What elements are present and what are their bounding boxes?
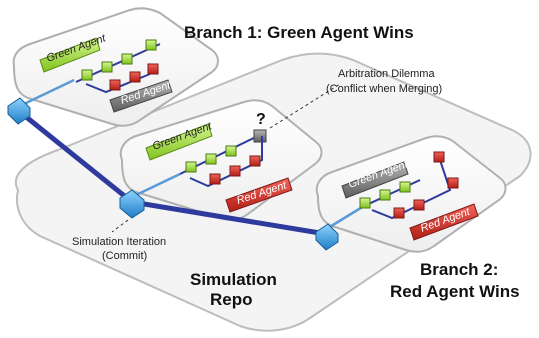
branch2-red-commits (371, 151, 459, 220)
commit-block-branch2 (315, 223, 339, 251)
branch1-green-agent (39, 37, 101, 73)
arbitration-leader (269, 83, 341, 129)
merge-green-commits (179, 129, 267, 175)
iteration-title: Simulation Iteration (72, 236, 166, 248)
merge-red-agent (225, 177, 293, 213)
commit-track-links (23, 78, 365, 230)
branch2-subtitle: Red Agent Wins (390, 282, 520, 301)
conflict-question-mark: ? (256, 111, 266, 128)
branch1-panel (12, 7, 219, 127)
branch1-title: Branch 1: Green Agent Wins (184, 23, 414, 42)
branch2-red-agent (409, 203, 479, 241)
repo-title: Simulation (190, 270, 277, 289)
merge-green-agent (145, 123, 213, 161)
arbitration-title: Arbitration Dilemma (338, 68, 435, 80)
branch2-title: Branch 2: (420, 260, 498, 279)
arbitration-subtitle: (Conflict when Merging) (326, 83, 442, 95)
branch2-green-commits (359, 179, 421, 209)
commit-block-iteration (119, 189, 145, 219)
repo-subtitle: Repo (210, 290, 253, 309)
branch1-green-commits (75, 39, 161, 83)
branch1-red-commits (85, 63, 159, 94)
iteration-subtitle: (Commit) (102, 250, 147, 262)
branch2-green-agent (341, 161, 409, 199)
branch1-red-agent (109, 79, 173, 113)
merge-red-commits (189, 136, 263, 188)
commit-block-branch1 (7, 97, 31, 125)
